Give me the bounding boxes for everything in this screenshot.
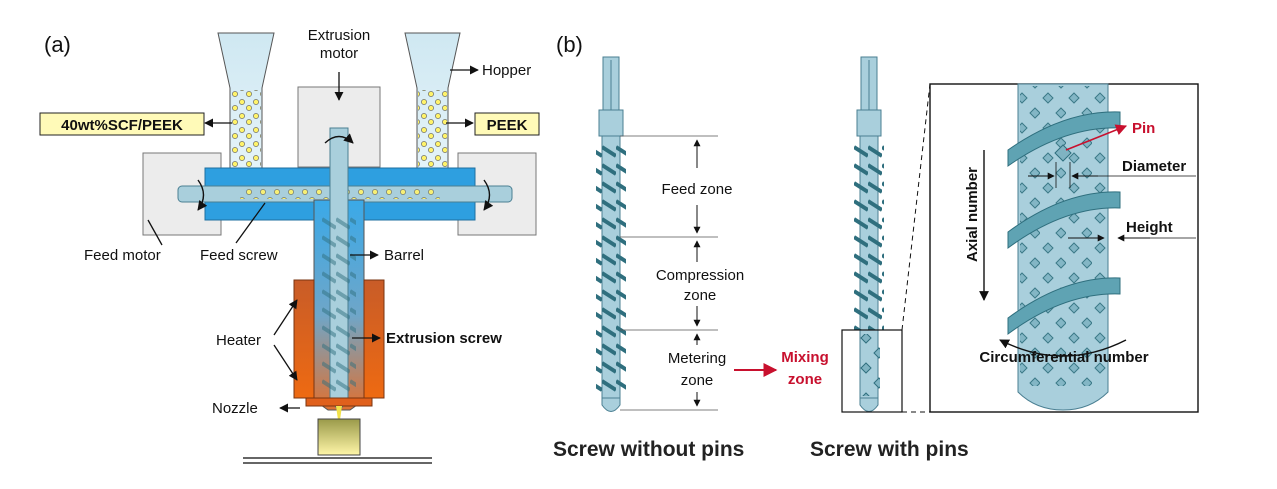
mixing-zone-label-2: zone <box>788 371 822 388</box>
heater-left <box>293 279 315 399</box>
screw-without-pins <box>596 56 626 412</box>
heater-label: Heater <box>216 332 261 349</box>
barrel-label: Barrel <box>384 247 424 264</box>
material-left-box <box>39 112 205 136</box>
zoom-detail <box>929 83 1199 413</box>
extrusion-screw-label: Extrusion screw <box>386 330 502 347</box>
caption-screw-with-pins: Screw with pins <box>810 438 969 461</box>
nozzle-tip <box>336 406 342 420</box>
feed-motor-label: Feed motor <box>84 247 161 264</box>
extrusion-motor-label-1: Extrusion <box>308 27 371 44</box>
metering-zone-label-2: zone <box>681 372 714 389</box>
heater-right <box>363 279 385 399</box>
feed-zone-label: Feed zone <box>662 181 733 198</box>
height-label: Height <box>1126 219 1173 236</box>
circumferential-number-label: Circumferential number <box>979 349 1148 366</box>
diameter-label: Diameter <box>1122 158 1186 175</box>
screw-with-pins <box>841 56 931 413</box>
panel-a-tag: (a) <box>44 32 71 57</box>
compression-zone-label-2: zone <box>684 287 717 304</box>
compression-zone-label-1: Compression <box>656 267 744 284</box>
axial-number-label: Axial number <box>964 167 981 262</box>
material-right-box <box>474 112 540 136</box>
printed-part <box>317 418 361 456</box>
zone-dimensions <box>620 135 718 411</box>
mixing-zone-label-1: Mixing <box>781 349 829 366</box>
panel-a: (a) <box>39 27 540 464</box>
material-left-label: 40wt%SCF/PEEK <box>61 117 183 134</box>
extrusion-motor-label-2: motor <box>320 45 358 62</box>
material-right-label: PEEK <box>487 117 528 134</box>
hopper-label: Hopper <box>482 62 531 79</box>
nozzle-label: Nozzle <box>212 400 258 417</box>
caption-screw-without-pins: Screw without pins <box>553 438 744 461</box>
panel-b-tag: (b) <box>556 32 583 57</box>
feed-screw-label: Feed screw <box>200 247 278 264</box>
pin-label: Pin <box>1132 120 1155 137</box>
panel-b: (b) Feed zone Compression zone Metering <box>553 32 1199 461</box>
metering-zone-label-1: Metering <box>668 350 726 367</box>
